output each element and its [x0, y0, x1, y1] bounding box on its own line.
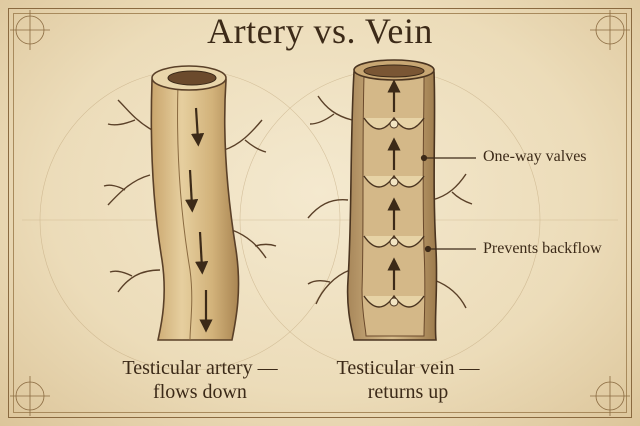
down-arrow-icon: [191, 107, 205, 147]
down-arrow-icon: [185, 169, 199, 213]
artery-wall-line: [177, 83, 193, 341]
artery-lumen: [167, 70, 217, 86]
backflow-callout-label: Prevents backflow: [483, 240, 602, 257]
construction-lines: [22, 69, 618, 371]
compass-rose-bottom-left-icon: [10, 376, 50, 416]
vein-valves: [363, 116, 425, 308]
artery-caption: Testicular artery — flows down: [100, 356, 300, 404]
page-title: Artery vs. Vein: [207, 11, 433, 51]
compass-rose-top-left-icon: [10, 10, 50, 50]
artery-caption-line-1: Testicular artery —: [122, 357, 278, 379]
compass-rose-top-right-icon: [590, 10, 630, 50]
valve-2: [363, 174, 425, 188]
inner-border: [13, 13, 627, 413]
artery-caption-line-2: flows down: [153, 381, 247, 403]
vein-caption-line-1: Testicular vein —: [336, 357, 480, 379]
outer-border: [8, 8, 632, 418]
callout-leaders: [420, 154, 476, 253]
down-arrow-icon: [195, 231, 209, 275]
artery-branches: [103, 99, 277, 293]
artery-flow-arrows: [185, 107, 213, 333]
valves-callout-label: One-way valves: [483, 148, 587, 165]
artery-illustration: [103, 65, 277, 341]
vein-branches: [307, 95, 473, 309]
valve-1: [363, 116, 425, 130]
compass-rose-bottom-right-icon: [590, 376, 630, 416]
valve-4: [363, 294, 425, 308]
vein-caption-line-2: returns up: [367, 381, 449, 403]
vein-illustration: [307, 59, 473, 341]
vein-caption: Testicular vein — returns up: [318, 356, 498, 404]
artery-tube: [150, 79, 240, 341]
valve-3: [363, 234, 425, 248]
